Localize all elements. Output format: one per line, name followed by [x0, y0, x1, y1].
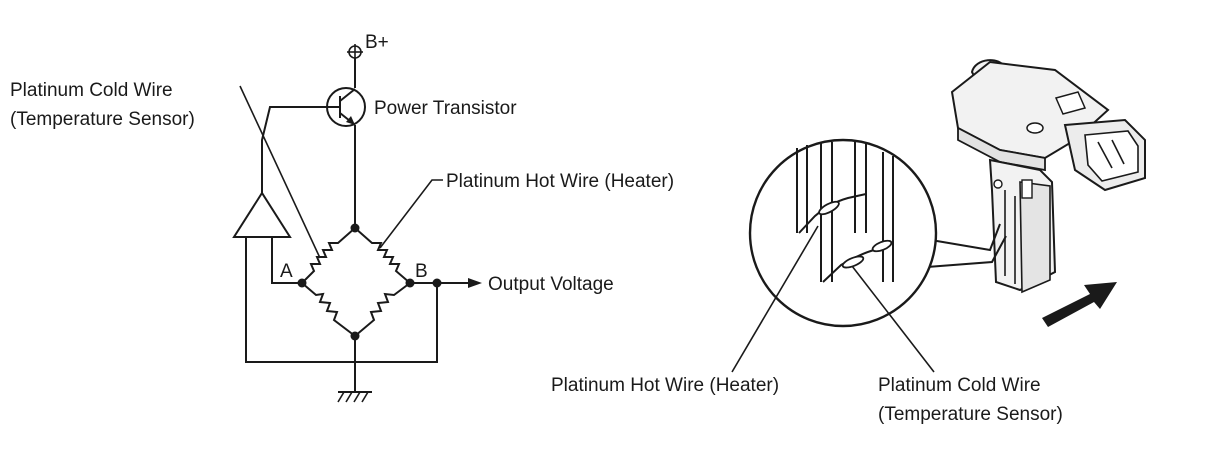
magnified-detail: [796, 142, 894, 283]
output-label: Output Voltage: [488, 274, 614, 295]
magnifier-connector-top: [930, 223, 1001, 252]
hot-wire-leader: [379, 179, 443, 249]
feedback-wire: [245, 237, 438, 363]
hot-wire-label: Platinum Hot Wire (Heater): [446, 171, 674, 192]
sensor-hot-wire-leader: [731, 225, 819, 373]
resistor-bottom-left: [301, 282, 356, 337]
sensor-illustration: Platinum Hot Wire (Heater) Platinum Cold…: [551, 59, 1146, 425]
supply-label: B+: [365, 32, 389, 53]
node-a: [297, 278, 307, 288]
node-b-label: B: [415, 261, 428, 282]
cold-wire-leader: [239, 85, 321, 259]
transistor-label: Power Transistor: [374, 98, 517, 119]
mass-air-flow-sensor: [950, 59, 1146, 294]
resistor-cold-wire: [301, 227, 356, 284]
power-transistor: [326, 87, 366, 127]
amplifier: [232, 191, 292, 238]
sensor-cold-wire-leader: [851, 265, 935, 373]
magnified-view-circle: [748, 138, 938, 328]
sensor-hot-wire-label: Platinum Hot Wire (Heater): [551, 375, 779, 396]
sensor-cold-wire-label-line1: Platinum Cold Wire: [878, 375, 1041, 396]
sensor-cold-wire-label-line2: (Temperature Sensor): [878, 404, 1063, 425]
node-a-label: A: [280, 261, 293, 282]
base-drive-wire: [261, 106, 327, 193]
resistor-bottom-right: [354, 282, 411, 337]
output-arrowhead: [468, 278, 482, 288]
ground-symbol: [337, 336, 372, 403]
circuit-diagram: B+ Power Transistor: [10, 32, 674, 403]
amp-input-a-wire: [271, 237, 302, 284]
node-top: [350, 223, 360, 233]
airflow-arrow: [1042, 282, 1117, 327]
magnifier-connector-bottom: [913, 235, 1007, 269]
cold-wire-label-line1: Platinum Cold Wire: [10, 80, 173, 101]
cold-wire-label-line2: (Temperature Sensor): [10, 109, 195, 130]
resistor-hot-wire: [354, 227, 411, 284]
supply-terminal: [347, 44, 363, 88]
bridge-network: [297, 223, 442, 341]
